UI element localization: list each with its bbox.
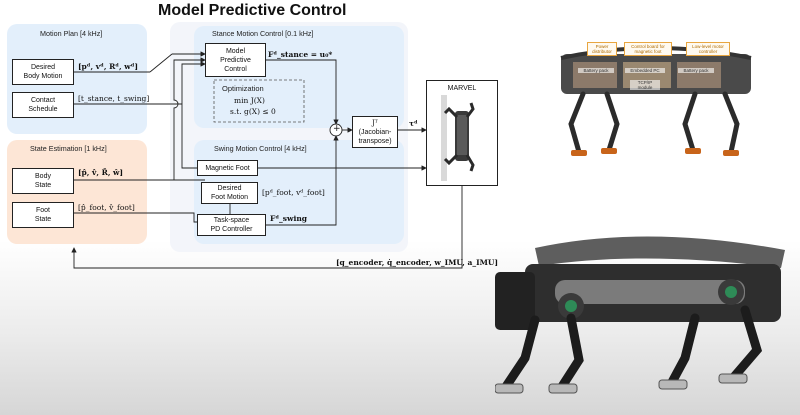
foot-line2: State bbox=[34, 216, 52, 223]
mpc-line3: Control bbox=[224, 65, 247, 73]
desired-foot-equation: [pᵈ_foot, vᵈ_foot] bbox=[262, 188, 325, 197]
jacobian-symbol: Jᵀ bbox=[372, 118, 378, 127]
battery-pack-left-label: Battery pack bbox=[578, 68, 614, 73]
desired-body-motion-box: Desired Body Motion bbox=[12, 59, 74, 85]
body-line2: State bbox=[34, 182, 52, 189]
contact-line2: Schedule bbox=[28, 106, 58, 113]
foot-state-equation: [p̂_foot, v̂_foot] bbox=[78, 203, 135, 212]
state-estimation-label: State Estimation [1 kHz] bbox=[30, 144, 107, 153]
foot-line1: Foot bbox=[35, 207, 50, 214]
jacobian-line3: transpose) bbox=[358, 137, 392, 145]
contact-schedule-box: Contact Schedule bbox=[12, 92, 74, 118]
pd-controller-box: Task-space PD Controller bbox=[197, 214, 266, 236]
mpc-line1: Model bbox=[225, 47, 246, 55]
callout-motor-controller: Low-level motor controller bbox=[686, 42, 730, 56]
desired-line2: Body Motion bbox=[23, 73, 63, 80]
optimization-title: Optimization bbox=[222, 84, 264, 93]
mpc-box: Model Predictive Control bbox=[205, 43, 266, 77]
jacobian-line2: (Jacobian- bbox=[358, 128, 392, 136]
pd-line2: PD Controller bbox=[210, 226, 253, 233]
sum-symbol: + bbox=[333, 124, 341, 134]
marvel-box: MARVEL bbox=[426, 80, 498, 186]
body-state-box: Body State bbox=[12, 168, 74, 194]
battery-pack-right-label: Battery pack bbox=[678, 68, 714, 73]
diagram-title: Model Predictive Control bbox=[158, 2, 347, 19]
robot-cross-section-image bbox=[560, 46, 752, 156]
body-line1: Body bbox=[35, 173, 51, 180]
desired-foot-motion-box: Desired Foot Motion bbox=[201, 182, 258, 204]
jacobian-box: Jᵀ (Jacobian- transpose) bbox=[352, 116, 398, 148]
contact-equation: [t_stance, t_swing] bbox=[78, 94, 150, 103]
feedback-equation: [q_encoder, q̇_encoder, w_IMU, a_IMU] bbox=[336, 258, 499, 267]
tcp-ip-module-label: TCP/IP module bbox=[630, 80, 660, 90]
stance-force-equation: Fᵈ_stance = u₀* bbox=[268, 50, 333, 59]
desired-body-equation: [pᵈ, vᵈ, Rᵈ, wᵈ] bbox=[78, 62, 138, 71]
optimization-constraint: s.t. g(X) ≤ 0 bbox=[230, 107, 276, 116]
desired-foot-line2: Foot Motion bbox=[211, 194, 248, 201]
swing-control-label: Swing Motion Control [4 kHz] bbox=[214, 144, 307, 153]
motion-plan-label: Motion Plan [4 kHz] bbox=[40, 29, 103, 38]
stance-control-label: Stance Motion Control [0.1 kHz] bbox=[212, 29, 314, 38]
callout-power-distributor: Power distributor bbox=[587, 42, 617, 56]
robot-render-image bbox=[495, 236, 785, 394]
magnetic-label: Magnetic Foot bbox=[205, 164, 250, 172]
tau-symbol: τᵈ bbox=[409, 119, 418, 128]
foot-state-box: Foot State bbox=[12, 202, 74, 228]
magnetic-foot-box: Magnetic Foot bbox=[197, 160, 258, 176]
embedded-pc-label: Embedded PC bbox=[625, 68, 665, 73]
body-state-equation: [p̂, v̂, R̂, ŵ] bbox=[78, 168, 124, 177]
callout-magnetic-foot-board: Control board for magnetic foot bbox=[624, 42, 672, 56]
mpc-line2: Predictive bbox=[220, 56, 251, 64]
desired-foot-line1: Desired bbox=[217, 185, 242, 192]
swing-force-equation: Fᵈ_swing bbox=[270, 214, 308, 223]
contact-line1: Contact bbox=[30, 97, 56, 104]
pd-line1: Task-space bbox=[213, 217, 250, 224]
marvel-label: MARVEL bbox=[447, 85, 477, 92]
marvel-robot-on-wall-image bbox=[441, 95, 475, 181]
optimization-objective: min J(X) bbox=[234, 96, 265, 105]
desired-line1: Desired bbox=[30, 64, 56, 71]
